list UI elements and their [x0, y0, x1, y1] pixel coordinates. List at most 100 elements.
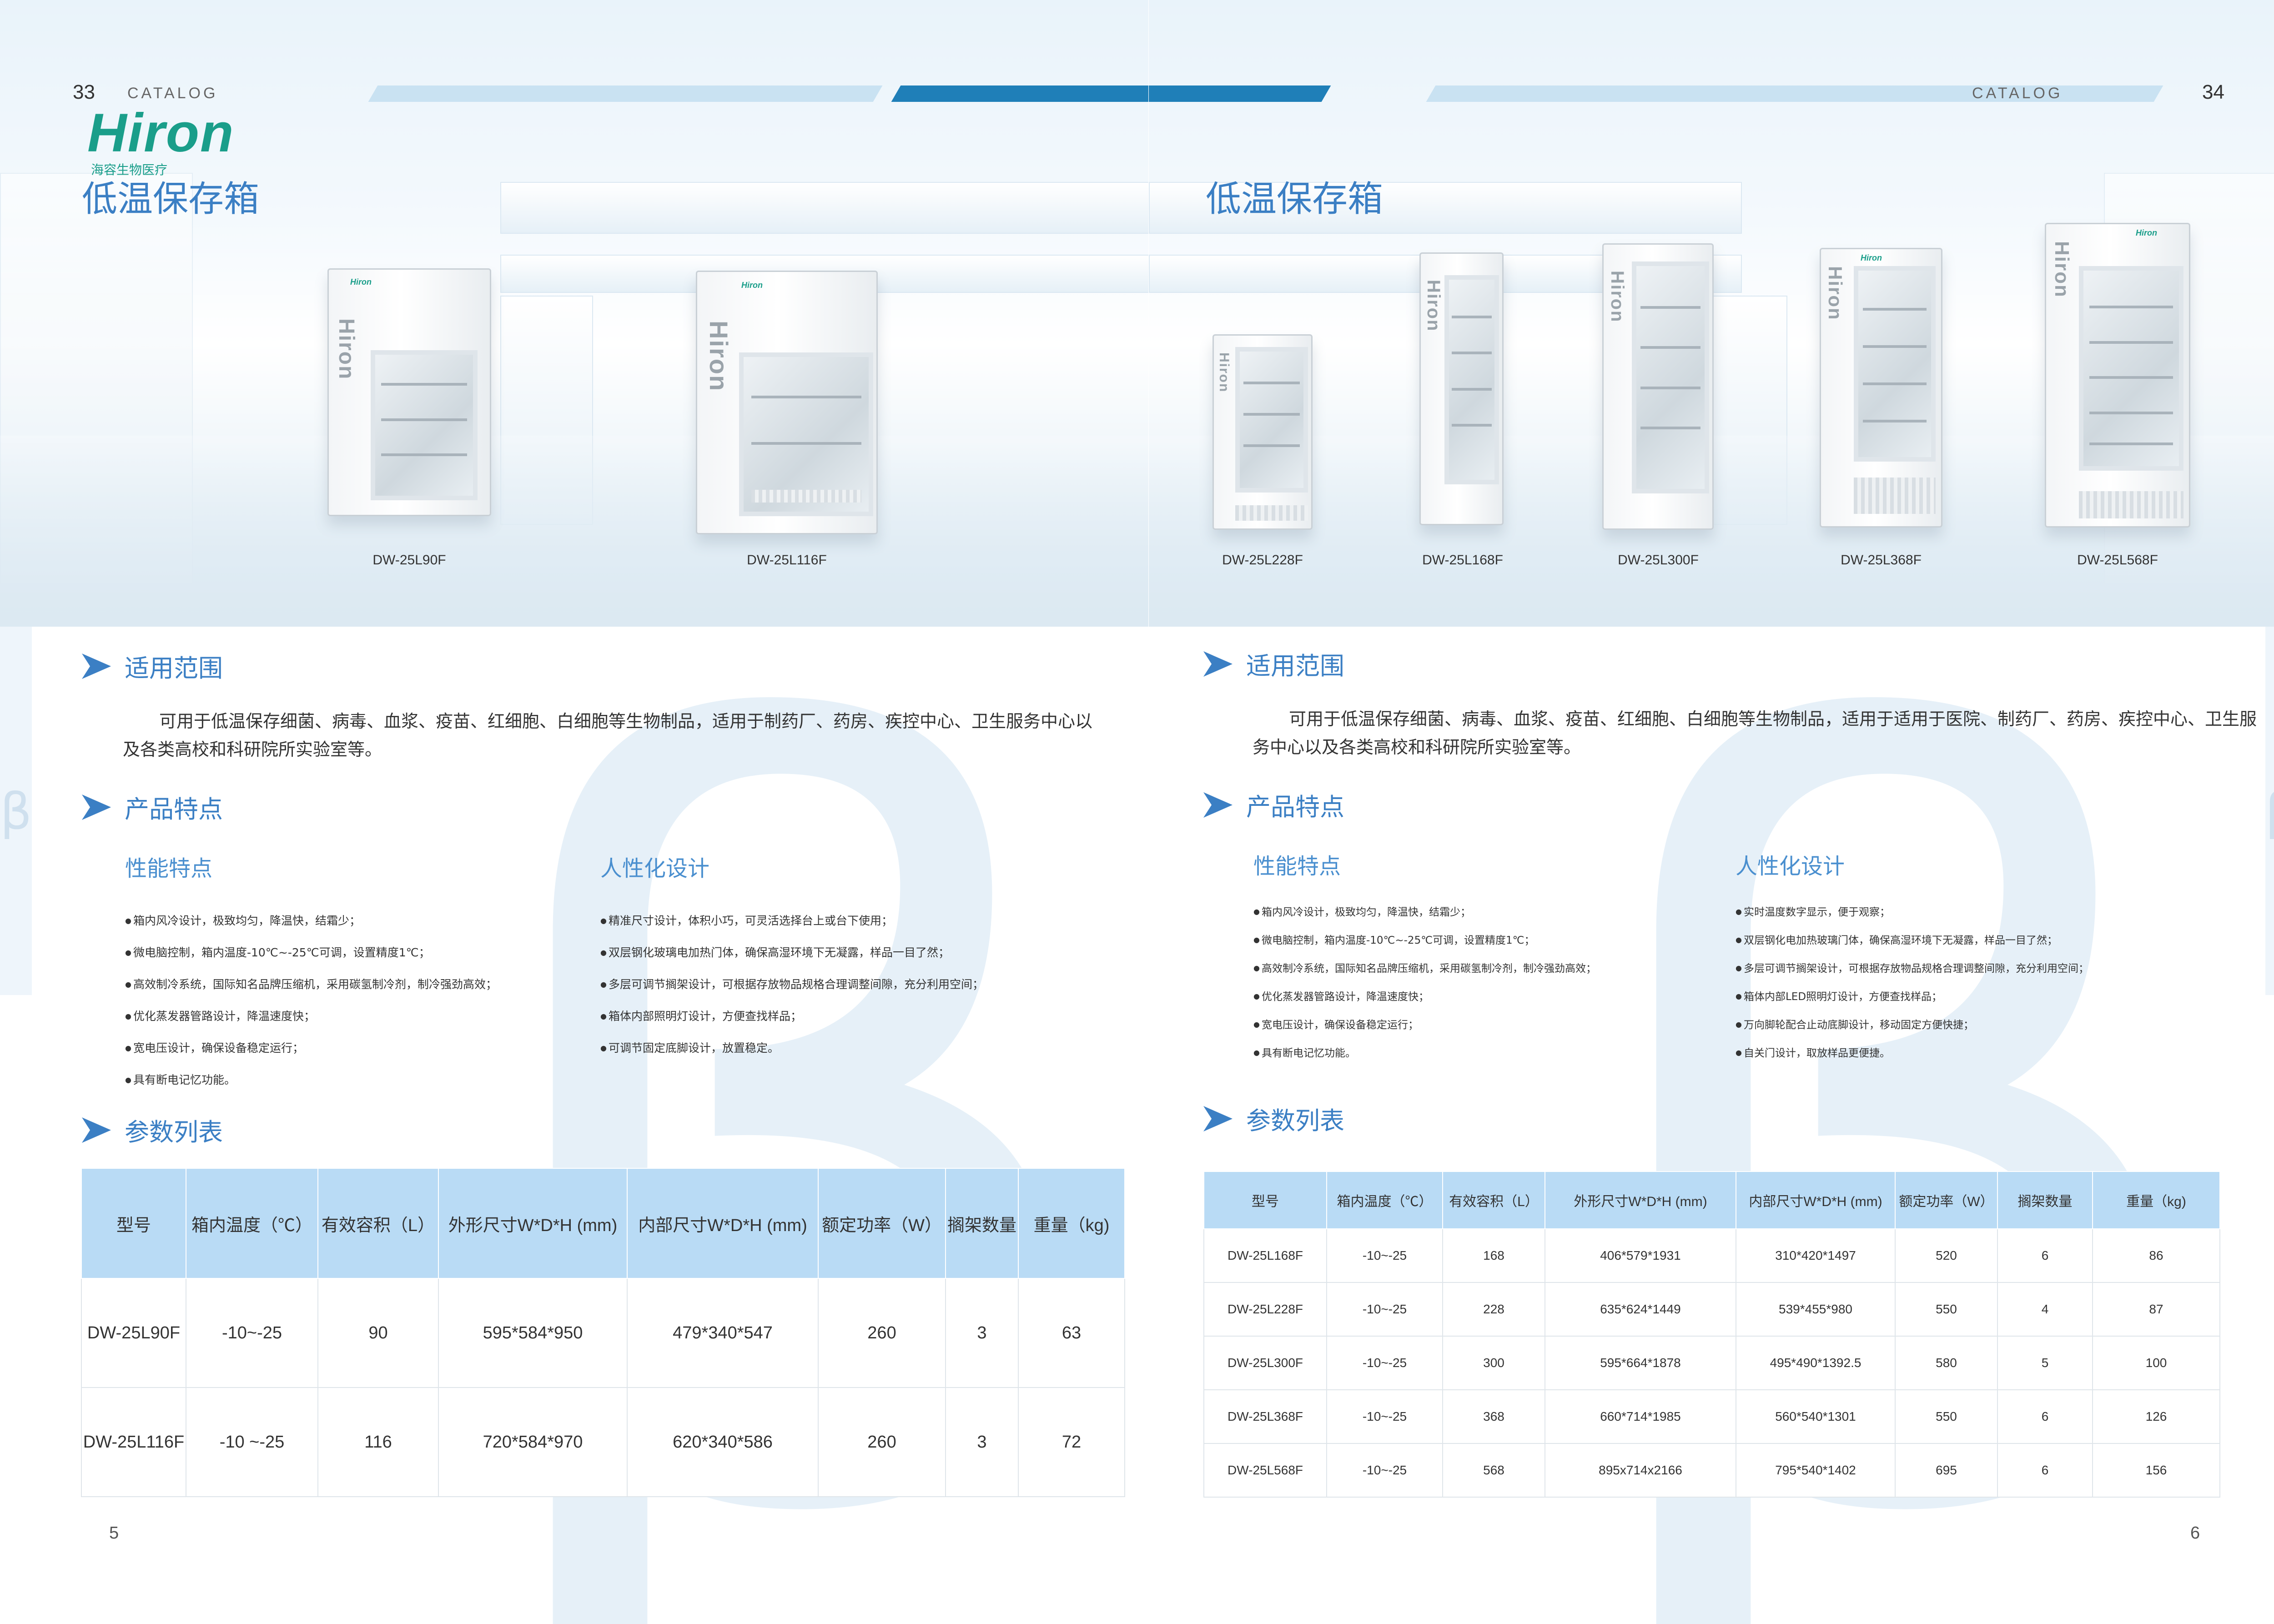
column-header: 重量（kg)	[2092, 1171, 2220, 1229]
product-model-label: DW-25L168F	[1422, 553, 1503, 568]
column-header: 外形尺寸W*D*H (mm)	[438, 1168, 628, 1279]
table-cell: 168	[1442, 1228, 1545, 1283]
right-page: β β CATALOG 34 低温保存箱 Hiron DW-25L228F Hi…	[1149, 0, 2274, 1624]
table-cell: 520	[1895, 1228, 1998, 1283]
table-cell: 156	[2092, 1443, 2220, 1498]
column-header: 搁架数量	[1997, 1171, 2093, 1229]
chevron-right-icon	[82, 653, 111, 679]
table-cell: 63	[1018, 1278, 1125, 1388]
table-cell: DW-25L368F	[1203, 1389, 1327, 1444]
table-cell: 720*584*970	[438, 1387, 628, 1497]
table-cell: 310*420*1497	[1736, 1228, 1896, 1283]
catalog-label: CATALOG	[127, 85, 218, 102]
product-image-dw-25l116f: Hiron Hiron	[696, 271, 878, 534]
page-title: 低温保存箱	[1206, 179, 1384, 220]
table-cell: 260	[818, 1387, 946, 1497]
list-item: 自关门设计，取放样品更便捷。	[1736, 1039, 2089, 1067]
list-item: 双层钢化玻璃电加热门体，确保高湿环境下无凝露，样品一目了然；	[600, 937, 984, 969]
section-scope: 适用范围	[82, 648, 223, 684]
list-item: 箱内风冷设计，极致均匀，降温快，结霜少；	[1253, 898, 1596, 926]
table-cell: 568	[1442, 1443, 1545, 1498]
list-item: 多层可调节搁架设计，可根据存放物品规格合理调整间隙，充分利用空间；	[600, 969, 984, 1001]
chevron-right-icon	[82, 794, 111, 820]
table-cell: 795*540*1402	[1736, 1443, 1896, 1498]
table-cell: 90	[317, 1278, 439, 1388]
performance-title: 性能特点	[125, 856, 213, 881]
section-title: 参数列表	[1246, 1106, 1344, 1135]
list-item: 优化蒸发器管路设计，降温速度快；	[1253, 983, 1596, 1011]
column-header: 型号	[1203, 1171, 1327, 1229]
product-image-dw-25l228f: Hiron	[1212, 334, 1313, 530]
side-beta-mark: β	[2265, 782, 2274, 840]
table-cell: 126	[2092, 1389, 2220, 1444]
column-header: 重量（kg)	[1018, 1168, 1125, 1279]
table-cell: 895x714x2166	[1545, 1443, 1736, 1498]
table-cell: DW-25L228F	[1203, 1282, 1327, 1337]
table-cell: 550	[1895, 1389, 1998, 1444]
table-cell: DW-25L168F	[1203, 1228, 1327, 1283]
table-row: DW-25L568F -10~-25 568 895x714x2166 795*…	[1203, 1443, 2220, 1498]
header-stripe-2	[1149, 85, 1331, 102]
table-cell: 495*490*1392.5	[1736, 1336, 1896, 1390]
page-title: 低温保存箱	[82, 179, 260, 220]
list-item: 箱体内部LED照明灯设计，方便查找样品；	[1736, 983, 2089, 1011]
table-cell: -10~-25	[1326, 1282, 1443, 1337]
side-beta-mark: β	[0, 782, 32, 840]
product-image-dw-25l90f: Hiron Hiron	[327, 268, 491, 516]
column-header: 内部尺寸W*D*H (mm)	[1736, 1171, 1896, 1229]
table-cell: 6	[1997, 1389, 2093, 1444]
table-cell: 635*624*1449	[1545, 1282, 1736, 1337]
table-cell: 116	[317, 1387, 439, 1497]
list-item: 高效制冷系统，国际知名品牌压缩机，采用碳氢制冷剂，制冷强劲高效；	[1253, 955, 1596, 983]
chevron-right-icon	[1203, 1106, 1233, 1131]
list-item: 箱体内部照明灯设计，方便查找样品；	[600, 1001, 984, 1032]
performance-list: 箱内风冷设计，极致均匀，降温快，结霜少； 微电脑控制，箱内温度-10℃~-25℃…	[1253, 898, 1596, 1067]
list-item: 微电脑控制，箱内温度-10℃~-25℃可调，设置精度1℃；	[1253, 926, 1596, 955]
table-cell: 580	[1895, 1336, 1998, 1390]
table-cell: -10 ~-25	[186, 1387, 318, 1497]
section-title: 适用范围	[1246, 652, 1344, 680]
table-cell: 595*664*1878	[1545, 1336, 1736, 1390]
table-cell: DW-25L116F	[81, 1387, 186, 1497]
table-row: DW-25L168F -10~-25 168 406*579*1931 310*…	[1203, 1228, 2220, 1283]
column-header: 外形尺寸W*D*H (mm)	[1545, 1171, 1736, 1229]
spec-table-left: 型号 箱内温度（℃） 有效容积（L） 外形尺寸W*D*H (mm) 内部尺寸W*…	[81, 1168, 1125, 1497]
column-header: 箱内温度（℃）	[186, 1168, 318, 1279]
table-row: DW-25L300F -10~-25 300 595*664*1878 495*…	[1203, 1336, 2220, 1390]
product-model-label: DW-25L368F	[1841, 553, 1922, 568]
table-cell: 3	[945, 1278, 1019, 1388]
table-cell: 72	[1018, 1387, 1125, 1497]
product-image-dw-25l368f: Hiron Hiron	[1820, 248, 1942, 528]
table-header-row: 型号 箱内温度（℃） 有效容积（L） 外形尺寸W*D*H (mm) 内部尺寸W*…	[81, 1168, 1125, 1279]
section-features: 产品特点	[1203, 787, 1344, 823]
product-model-label: DW-25L116F	[747, 553, 827, 568]
performance-list: 箱内风冷设计，极致均匀，降温快，结霜少； 微电脑控制，箱内温度-10℃~-25℃…	[125, 905, 497, 1096]
column-header: 额定功率（W）	[818, 1168, 946, 1279]
table-cell: 86	[2092, 1228, 2220, 1283]
table-row: DW-25L228F -10~-25 228 635*624*1449 539*…	[1203, 1282, 2220, 1337]
table-header-row: 型号 箱内温度（℃） 有效容积（L） 外形尺寸W*D*H (mm) 内部尺寸W*…	[1203, 1171, 2220, 1229]
table-cell: -10~-25	[1326, 1228, 1443, 1283]
table-cell: 228	[1442, 1282, 1545, 1337]
chevron-right-icon	[1203, 792, 1233, 818]
product-image-dw-25l168f: Hiron	[1419, 252, 1504, 525]
list-item: 实时温度数字显示，便于观察；	[1736, 898, 2089, 926]
page-number: 34	[2202, 81, 2224, 103]
spec-table-right: 型号 箱内温度（℃） 有效容积（L） 外形尺寸W*D*H (mm) 内部尺寸W*…	[1203, 1171, 2220, 1498]
section-title: 适用范围	[125, 654, 223, 683]
table-cell: DW-25L90F	[81, 1278, 186, 1388]
left-page: β β 33 CATALOG Hiron 海容生物医疗 低温保存箱 Hiron …	[0, 0, 1148, 1624]
list-item: 双层钢化电加热玻璃门体，确保高湿环境下无凝露，样品一目了然；	[1736, 926, 2089, 955]
section-title: 产品特点	[125, 795, 223, 824]
table-cell: 368	[1442, 1389, 1545, 1444]
table-cell: 595*584*950	[438, 1278, 628, 1388]
section-params: 参数列表	[82, 1112, 223, 1148]
logo-subtitle: 海容生物医疗	[91, 162, 168, 177]
table-cell: 87	[2092, 1282, 2220, 1337]
table-cell: 660*714*1985	[1545, 1389, 1736, 1444]
product-model-label: DW-25L568F	[2077, 553, 2158, 568]
product-model-label: DW-25L90F	[372, 553, 446, 568]
product-model-label: DW-25L300F	[1618, 553, 1699, 568]
table-cell: 406*579*1931	[1545, 1228, 1736, 1283]
table-cell: DW-25L300F	[1203, 1336, 1327, 1390]
